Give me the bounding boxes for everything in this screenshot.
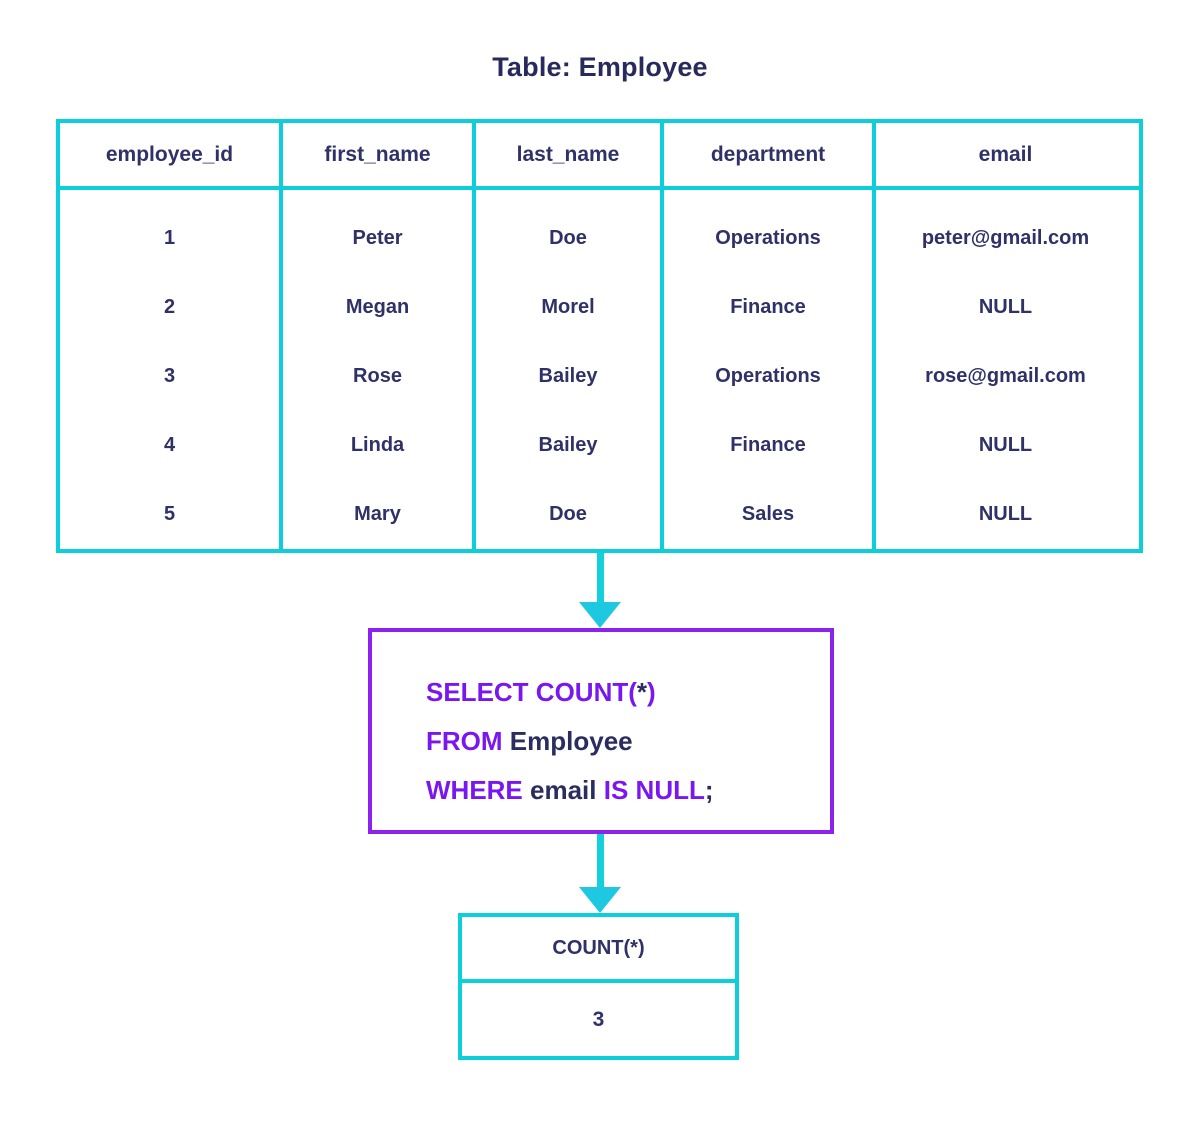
- cell-last-name: Doe: [549, 503, 587, 525]
- cell-employee-id: 2: [163, 296, 176, 318]
- down-arrow-icon: [579, 834, 621, 913]
- cell-department: Operations: [715, 365, 821, 387]
- cell-employee-id: 5: [163, 503, 176, 525]
- cell-first-name: Rose: [353, 365, 402, 387]
- sql-keyword-from: FROM: [426, 726, 503, 756]
- column-header-last-name: last_name: [472, 123, 660, 186]
- employee-table-body: 1 2 3 4 5 Peter Megan Rose Linda Mary Do…: [60, 190, 1139, 549]
- page-title: Table: Employee: [492, 52, 708, 82]
- arrow-shaft: [596, 553, 604, 602]
- column-last-name: Doe Morel Bailey Bailey Doe: [472, 190, 660, 549]
- cell-email: NULL: [978, 503, 1033, 525]
- sql-identifier-table: Employee: [509, 726, 633, 756]
- sql-query-box: SELECT COUNT(*) FROM Employee WHERE emai…: [368, 628, 834, 834]
- cell-department: Finance: [730, 296, 806, 318]
- cell-first-name: Peter: [352, 227, 403, 249]
- sql-identifier-column: email: [530, 775, 597, 805]
- cell-last-name: Bailey: [538, 434, 598, 456]
- employee-table: employee_id first_name last_name departm…: [56, 119, 1143, 553]
- sql-paren-open: (: [628, 677, 637, 707]
- result-table: COUNT(*) 3: [458, 913, 739, 1060]
- sql-line-where: WHERE email IS NULL;: [426, 766, 830, 815]
- down-arrow-icon: [579, 553, 621, 628]
- sql-line-select: SELECT COUNT(*): [426, 668, 830, 717]
- arrow-head: [579, 887, 621, 913]
- sql-keyword-select-count: SELECT COUNT: [426, 677, 629, 707]
- cell-email: NULL: [978, 434, 1033, 456]
- sql-keyword-is-null: IS NULL: [603, 775, 705, 805]
- cell-last-name: Doe: [549, 227, 587, 249]
- cell-employee-id: 3: [163, 365, 176, 387]
- sql-line-from: FROM Employee: [426, 717, 830, 766]
- cell-employee-id: 1: [163, 227, 176, 249]
- cell-last-name: Morel: [541, 296, 595, 318]
- result-column-header: COUNT(*): [462, 917, 735, 983]
- sql-star: *: [636, 677, 648, 707]
- column-first-name: Peter Megan Rose Linda Mary: [279, 190, 472, 549]
- column-header-first-name: first_name: [279, 123, 472, 186]
- cell-first-name: Mary: [354, 503, 401, 525]
- sql-terminator: ;: [704, 775, 714, 805]
- cell-department: Sales: [741, 503, 795, 525]
- result-value-cell: 3: [592, 1007, 605, 1031]
- cell-email: peter@gmail.com: [921, 227, 1090, 249]
- sql-paren-close: ): [647, 677, 656, 707]
- column-department: Operations Finance Operations Finance Sa…: [660, 190, 872, 549]
- cell-email: rose@gmail.com: [925, 365, 1086, 387]
- cell-email: NULL: [978, 296, 1033, 318]
- cell-employee-id: 4: [163, 434, 176, 456]
- column-employee-id: 1 2 3 4 5: [60, 190, 279, 549]
- cell-department: Finance: [730, 434, 806, 456]
- column-email: peter@gmail.com NULL rose@gmail.com NULL…: [872, 190, 1135, 549]
- cell-department: Operations: [715, 227, 821, 249]
- column-header-email: email: [872, 123, 1135, 186]
- arrow-shaft: [596, 834, 604, 887]
- column-header-employee-id: employee_id: [105, 142, 234, 166]
- cell-first-name: Linda: [350, 434, 405, 456]
- arrow-head: [579, 602, 621, 628]
- sql-keyword-where: WHERE: [426, 775, 523, 805]
- cell-first-name: Megan: [345, 296, 410, 318]
- column-header-department: department: [660, 123, 872, 186]
- employee-table-header-row: employee_id first_name last_name departm…: [60, 123, 1139, 190]
- cell-last-name: Bailey: [538, 365, 598, 387]
